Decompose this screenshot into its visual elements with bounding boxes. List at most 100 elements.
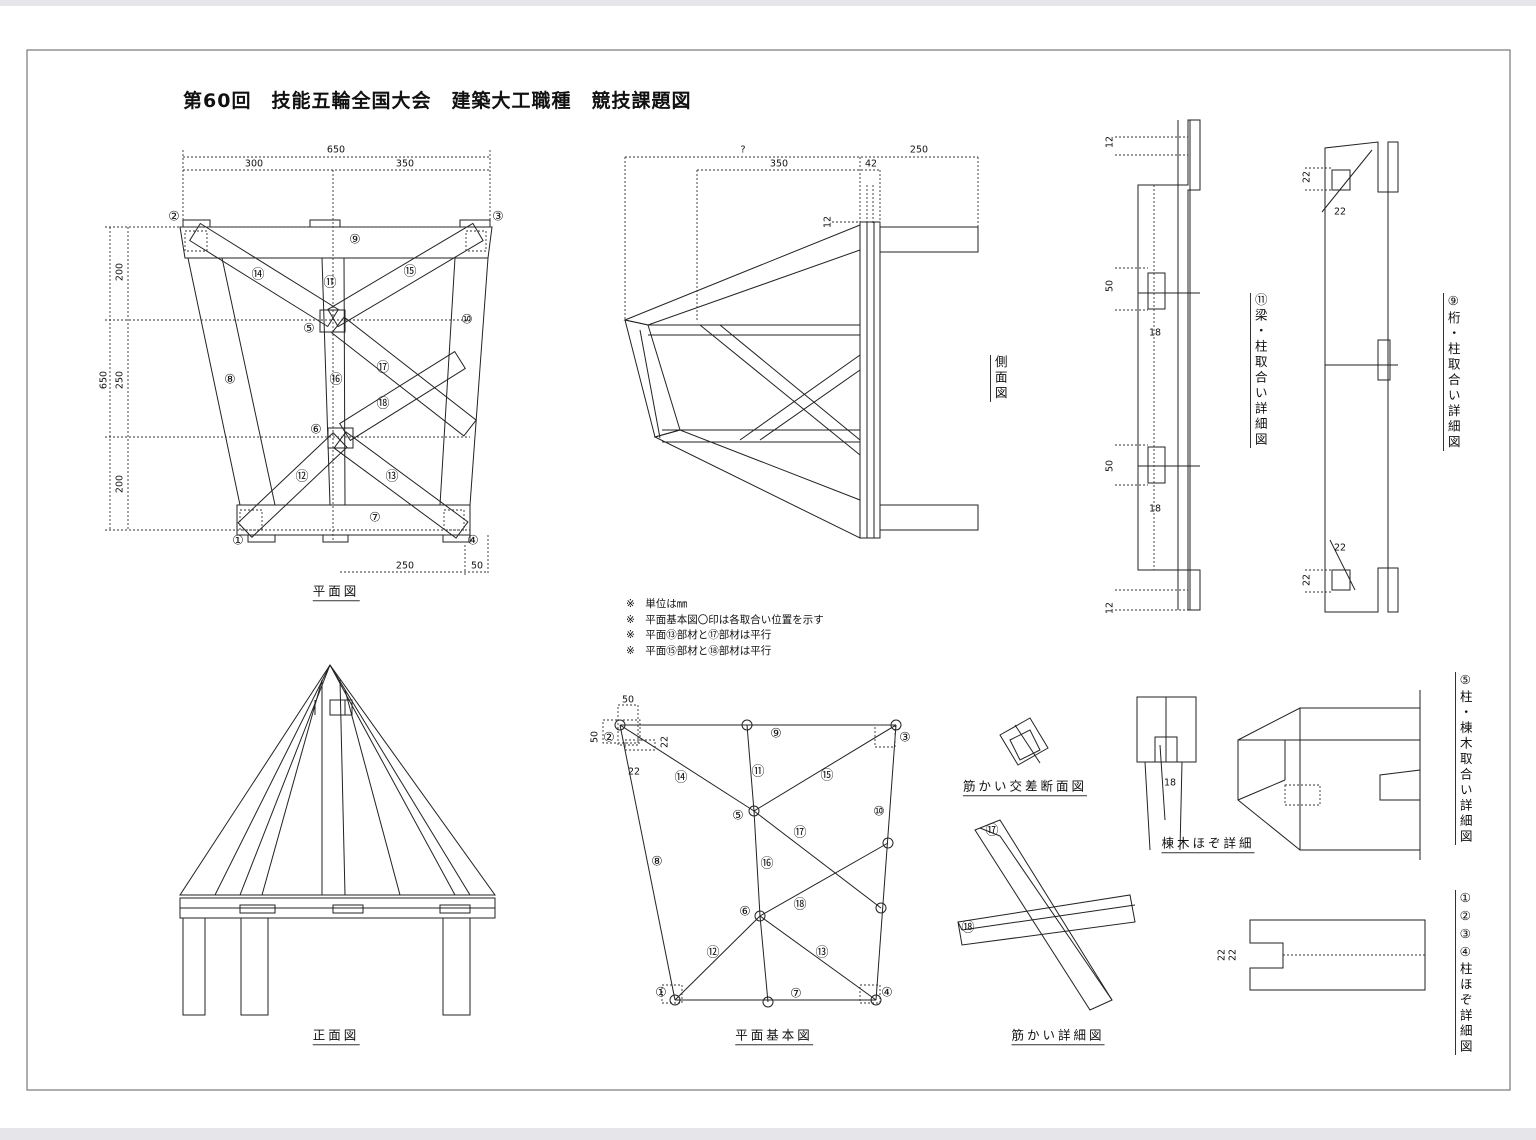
beam-member (236, 504, 471, 536)
rect (661, 984, 683, 1004)
rect (439, 904, 471, 914)
dim-side-right: 250 (909, 144, 929, 156)
front-triangle (179, 664, 496, 896)
line (719, 324, 861, 441)
basic-label: ⑩ (873, 804, 885, 820)
rafter-side (623, 224, 861, 326)
dim-total-width: 650 (326, 144, 346, 156)
dim-h1: 200 (114, 262, 126, 282)
basic-label: ⑭ (674, 770, 688, 786)
line (753, 810, 761, 917)
rafter-member (187, 257, 276, 506)
joint-circle (882, 837, 894, 849)
rect (309, 219, 341, 228)
line (674, 915, 761, 1001)
basic-label: ⑧ (651, 854, 663, 870)
member-label: ⑮ (403, 264, 417, 280)
beam-dim: 50 (1104, 459, 1116, 473)
member-label: ⑧ (224, 372, 236, 388)
beam-end (879, 504, 979, 531)
dim-left-width: 300 (244, 158, 264, 170)
dim-total-height: 650 (98, 370, 110, 390)
line (619, 724, 755, 812)
basic-label: ⑦ (790, 986, 802, 1002)
note: ※ 平面⑮部材と⑱部材は平行 (626, 644, 772, 657)
line (759, 915, 769, 1003)
rafter-member (439, 257, 489, 506)
brace-label-18: ⑱ (961, 920, 975, 936)
brace-member (331, 316, 477, 437)
rect (239, 509, 263, 531)
post (240, 917, 269, 1016)
brace-18 (957, 894, 1136, 946)
member-label: ⑩ (461, 312, 473, 328)
post-ridge-outline (1237, 707, 1421, 851)
line (619, 724, 676, 1001)
line (753, 810, 882, 909)
joint-circle (748, 805, 760, 817)
rect (182, 219, 211, 228)
rect (874, 724, 896, 748)
girder-dim: 22 (1301, 573, 1313, 587)
dim-bottom: 250 (395, 560, 415, 572)
basic-label: ⑰ (793, 825, 807, 841)
rect (602, 719, 641, 744)
brace-detail-caption: 筋かい詳細図 (1011, 1029, 1105, 1045)
beam-dim: 18 (1148, 503, 1162, 515)
cross-section (1009, 729, 1041, 761)
rect (1377, 339, 1391, 381)
basic-label: ⑬ (815, 945, 829, 961)
member-label: ⑤ (303, 321, 315, 337)
post-tenon-dim: 22 (1216, 948, 1228, 962)
line (1179, 761, 1183, 851)
brace-member (327, 222, 484, 328)
dim-side-post: 42 (864, 158, 878, 170)
rect (239, 904, 276, 914)
rect (179, 897, 496, 909)
member-label: ⑱ (376, 396, 390, 412)
dimension-lines (105, 136, 1425, 1004)
rect (859, 984, 881, 1004)
brace-member (237, 432, 348, 538)
sheet-border (26, 49, 1511, 1091)
note: ※ 平面⑬部材と⑰部材は平行 (626, 629, 772, 641)
post-side (624, 319, 681, 438)
basic-label: ① (655, 985, 667, 1001)
rect (459, 219, 491, 228)
line (261, 679, 323, 896)
line (979, 827, 1001, 837)
joint-circle (741, 719, 753, 731)
post-label: ① (232, 533, 244, 549)
basic-label: ⑪ (751, 764, 765, 780)
girder-dim: 22 (1333, 206, 1347, 218)
ridge-tenon-dim: 18 (1163, 777, 1177, 789)
drawing-lines (179, 119, 1426, 1016)
brace-label-17: ⑰ (985, 823, 999, 839)
member-label: ⑦ (369, 510, 381, 526)
member-label: ⑨ (349, 232, 361, 248)
dim-basic-b: 22 (627, 766, 641, 778)
brace-member (189, 222, 339, 328)
line (746, 724, 755, 812)
side-view-caption: 側面図 (990, 355, 1008, 402)
dim-bottom-edge: 50 (470, 560, 484, 572)
line (329, 664, 471, 896)
rect (873, 221, 881, 539)
beam-dim: 12 (1104, 135, 1116, 149)
bottom-bar (0, 1128, 1536, 1140)
line (759, 842, 889, 917)
beam-detail-caption: ⑪梁・柱取合い詳細図 (1250, 293, 1268, 448)
plan-basic-caption: 平面基本図 (735, 1029, 813, 1045)
rect (322, 534, 349, 543)
dim-h2: 250 (114, 370, 126, 390)
rect (1284, 784, 1321, 806)
basic-label: ② (603, 730, 615, 746)
beam-dim: 50 (1104, 279, 1116, 293)
brace-member (333, 431, 469, 539)
brace-member (339, 350, 466, 442)
member-label: ⑰ (376, 360, 390, 376)
member-label: ⑥ (310, 422, 322, 438)
dim-basic-a: 22 (659, 735, 671, 749)
front-view-caption: 正面図 (312, 1029, 360, 1045)
